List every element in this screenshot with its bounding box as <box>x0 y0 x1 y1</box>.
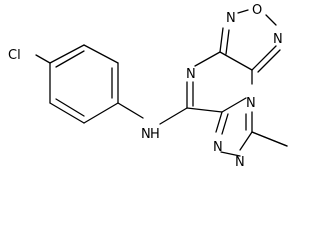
molecule-structure: Cl N H N N O N N N N <box>8 3 288 170</box>
triazole-n-lower-left-label: N <box>213 140 223 155</box>
amine-h-label: H <box>150 127 160 142</box>
bridgehead-n-label: N <box>246 96 256 111</box>
amine-n-label: N <box>141 127 151 142</box>
aryl-nh-bond <box>117 102 144 119</box>
methyl-bond <box>251 131 288 147</box>
oxadiazole-o-label: O <box>252 3 262 18</box>
oxadiazole-n-upper-label: N <box>226 11 236 26</box>
nh-c-bond <box>159 107 188 125</box>
triazole-n-lower-right-label: N <box>235 155 245 170</box>
pyrazine-ring <box>186 51 253 113</box>
pyrazine-n-label: N <box>186 67 196 82</box>
oxadiazole-n-right-label: N <box>273 32 283 47</box>
chlorine-label: Cl <box>8 48 21 63</box>
oxadiazole-ring <box>219 9 281 73</box>
chlorophenyl-ring <box>49 44 119 124</box>
triazole-ring <box>215 111 288 157</box>
c-cl-bond <box>35 54 51 64</box>
